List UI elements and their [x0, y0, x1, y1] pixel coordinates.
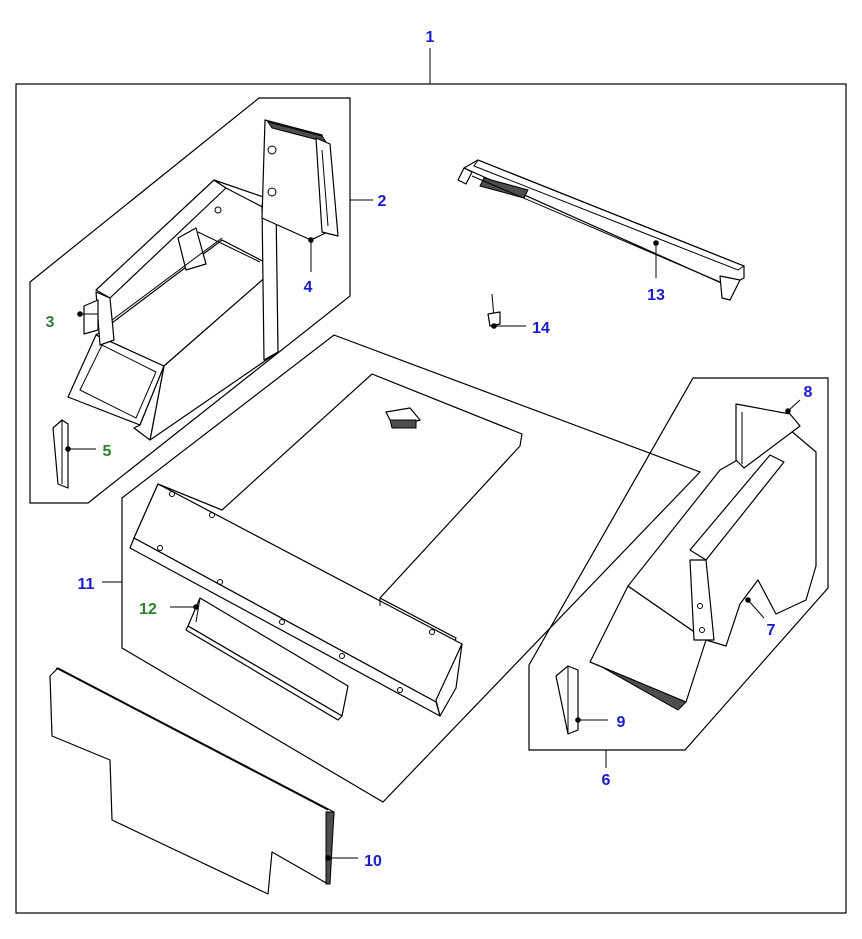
part-rivet	[487, 293, 501, 327]
outer-frame	[15, 83, 847, 914]
group-frame-2	[29, 97, 351, 504]
callout-labels: 1 2 3 4 5 6 7 8 9 10 11 12 13 14	[46, 29, 813, 870]
part-right-wheelbox	[589, 403, 817, 711]
callout-4: 4	[304, 279, 313, 296]
callout-1: 1	[426, 29, 435, 46]
part-bracket-9	[555, 665, 579, 735]
group-frame-6	[528, 377, 829, 751]
callout-9: 9	[617, 714, 626, 731]
part-top-rail	[457, 159, 746, 301]
part-front-panel	[49, 667, 335, 895]
part-floor-panel	[129, 373, 523, 717]
callout-7: 7	[767, 622, 776, 639]
part-left-wheelbox	[67, 179, 279, 441]
callout-14: 14	[532, 320, 550, 337]
group-frame-11	[121, 334, 702, 803]
callout-3: 3	[46, 314, 55, 331]
callout-5: 5	[103, 443, 112, 460]
part-left-upright	[261, 119, 339, 241]
callout-8: 8	[804, 384, 813, 401]
callout-6: 6	[602, 772, 611, 789]
callout-2: 2	[378, 193, 387, 210]
part-bracket-5	[52, 419, 69, 489]
leader-lines	[65, 237, 801, 861]
callout-12: 12	[139, 601, 157, 618]
callout-11: 11	[78, 576, 95, 593]
callout-13: 13	[647, 287, 665, 304]
callout-10: 10	[364, 853, 382, 870]
